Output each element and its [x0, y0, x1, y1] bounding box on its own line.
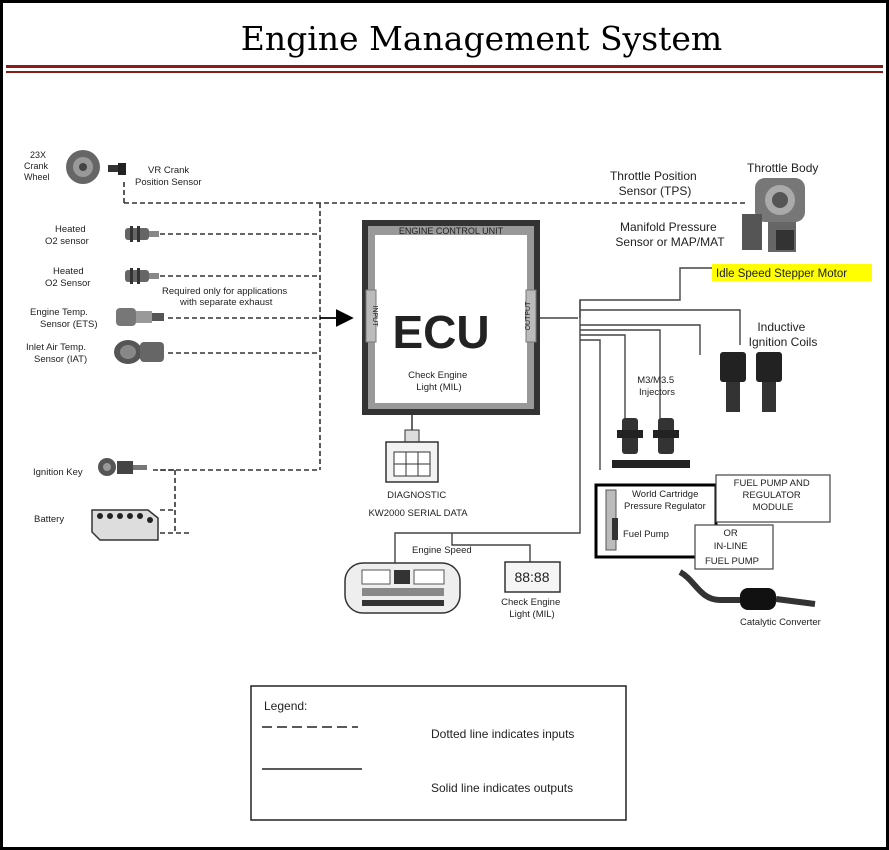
page-title: Engine Management System: [240, 19, 723, 58]
ecu-block: [362, 220, 540, 415]
ignition-coils-icon: [720, 352, 782, 412]
o2-note: Required only for applications with sepa…: [162, 286, 290, 308]
o2-sensor-2-label: Heated O2 Sensor: [45, 266, 90, 289]
output-lines: [370, 267, 741, 566]
battery-label: Battery: [34, 514, 64, 525]
regulator-label: World Cartridge Pressure Regulator: [624, 489, 706, 512]
crank-wheel-icon: [66, 150, 100, 184]
o2-sensor-2-icon: [125, 268, 159, 284]
ignition-key-label: Ignition Key: [33, 467, 83, 478]
map-label: Manifold Pressure Sensor or MAP/MAT: [615, 220, 725, 249]
vr-sensor-icon: [108, 163, 126, 175]
ecu-header: ENGINE CONTROL UNIT: [399, 226, 504, 236]
legend-solid-label: Solid line indicates outputs: [431, 781, 573, 795]
injectors-icon: [612, 418, 690, 468]
idle-motor-highlight: [712, 264, 872, 281]
legend-box: [250, 685, 627, 821]
battery-icon: [91, 509, 159, 541]
inline-pump-label: OR IN-LINE FUEL PUMP: [705, 528, 759, 567]
ecu-mil-label: Check Engine Light (MIL): [408, 370, 470, 393]
coils-label: Inductive Ignition Coils: [749, 320, 818, 349]
ecu-input-tab: INPUT: [371, 306, 378, 328]
ets-sensor-icon: [116, 308, 164, 326]
legend: Legend: Dotted line indicates inputs Sol…: [250, 685, 627, 821]
diagnostic-label: DIAGNOSTIC KW2000 SERIAL DATA: [368, 490, 468, 519]
engine-management-diagram: 23X Crank Wheel VR Crank Position Sensor…: [24, 150, 872, 821]
diagnostic-connector-icon: [385, 429, 439, 483]
tps-label: Throttle Position Sensor (TPS): [610, 169, 700, 198]
legend-title: Legend:: [264, 699, 307, 713]
catalytic-label: Catalytic Converter: [740, 617, 821, 628]
svg-text:88:88: 88:88: [514, 569, 549, 585]
idle-motor-label: Idle Speed Stepper Motor: [716, 268, 847, 280]
fuel-pump-label: Fuel Pump: [623, 529, 669, 540]
title-rule-top: [6, 65, 883, 68]
fuel-module-label: FUEL PUMP AND REGULATOR MODULE: [734, 478, 813, 513]
iat-sensor-icon: [114, 340, 164, 364]
engine-speed-label: Engine Speed: [412, 545, 472, 556]
throttle-body-label: Throttle Body: [747, 161, 818, 175]
ets-label: Engine Temp. Sensor (ETS): [30, 307, 98, 330]
legend-dotted-label: Dotted line indicates inputs: [431, 727, 574, 741]
injectors-label: M3/M3.5 Injectors: [637, 375, 677, 398]
ecu-label: ECU: [392, 306, 489, 358]
check-engine-display: 88:88: [504, 561, 561, 593]
vr-sensor-label: VR Crank Position Sensor: [135, 165, 202, 188]
inline-pump-box: [694, 524, 774, 570]
input-lines: [123, 182, 745, 534]
ecu-output-tab: OUTPUT: [525, 301, 532, 331]
crank-wheel-label: 23X Crank Wheel: [24, 150, 51, 182]
ignition-key-icon: [98, 458, 147, 476]
o2-sensor-1-label: Heated O2 sensor: [45, 224, 89, 247]
iat-label: Inlet Air Temp. Sensor (IAT): [26, 342, 89, 365]
check-engine-label: Check Engine Light (MIL): [501, 597, 563, 620]
fuel-module-box: [715, 474, 831, 523]
catalytic-converter-icon: [678, 569, 816, 610]
throttle-body-icon: [742, 178, 805, 252]
engine-speed-display: [344, 562, 461, 614]
o2-sensor-1-icon: [125, 226, 159, 242]
title-rule-bottom: [6, 71, 883, 73]
